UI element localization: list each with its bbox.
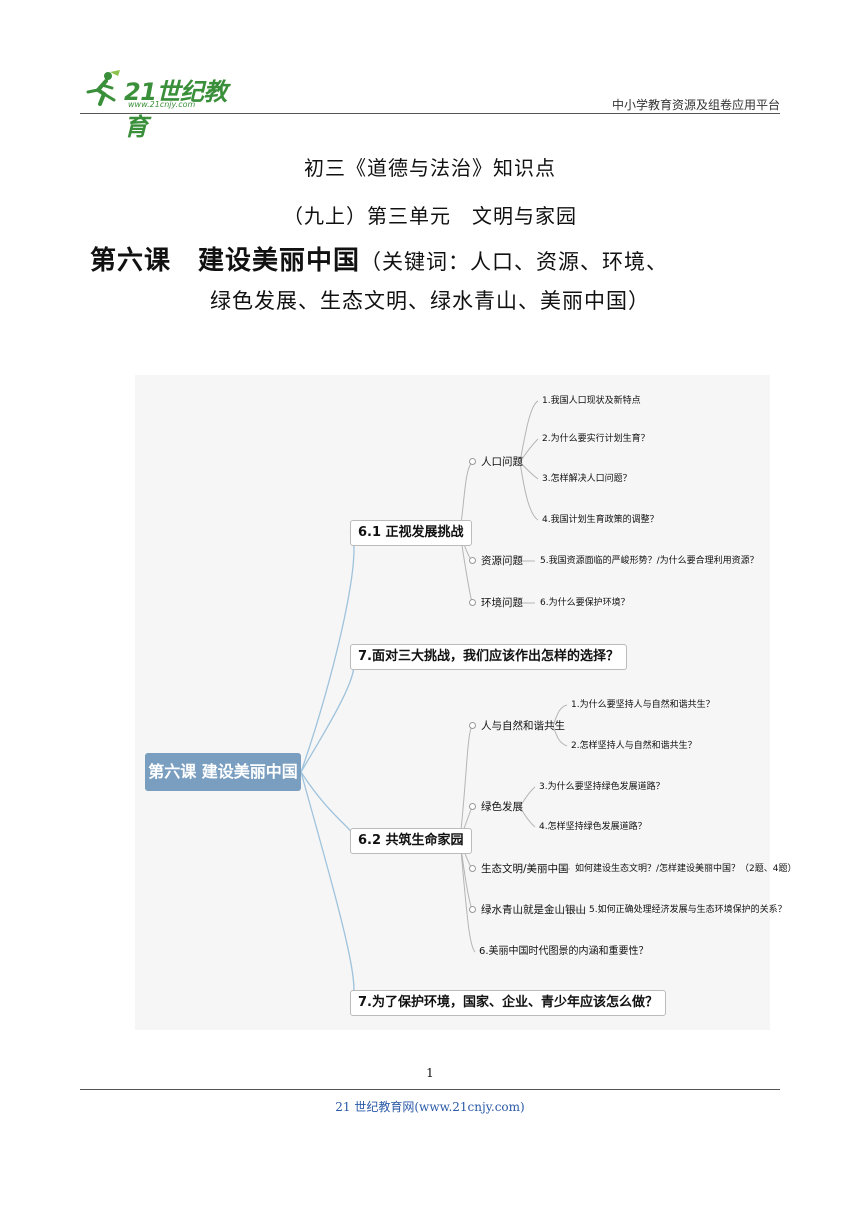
lesson-name: 第六课 建设美丽中国: [90, 246, 361, 276]
collapse-toggle-icon[interactable]: [469, 458, 476, 465]
page-header: 21世纪教育 www.21cnjy.com 中小学教育资源及组卷应用平台: [80, 68, 780, 141]
eco-item: 如何建设生态文明？/怎样建设美丽中国？（2题、4题）: [575, 864, 797, 874]
green-item-1: 3.为什么要坚持绿色发展道路？: [539, 782, 665, 792]
logo: 21世纪教育 www.21cnjy.com: [80, 68, 250, 141]
eco-civilization-node: 生态文明/美丽中国: [481, 863, 569, 875]
branch-6-2-node: 6.2 共筑生命家园: [350, 828, 472, 854]
green-development-node: 绿色发展: [481, 801, 523, 813]
lesson-keywords: （关键词：人口、资源、环境、: [360, 250, 669, 274]
harmony-item-1: 1.为什么要坚持人与自然和谐共生？: [571, 700, 715, 710]
population-item-4: 4.我国计划生育政策的调整？: [542, 515, 659, 525]
platform-name: 中小学教育资源及组卷应用平台: [611, 98, 780, 112]
collapse-toggle-icon[interactable]: [469, 865, 476, 872]
document-title: 初三《道德与法治》知识点: [304, 156, 556, 180]
runner-logo-icon: [86, 70, 120, 106]
logo-url: www.21cnjy.com: [128, 100, 196, 109]
collapse-toggle-icon[interactable]: [469, 722, 476, 729]
collapse-toggle-icon[interactable]: [469, 557, 476, 564]
footer-divider: [80, 1089, 780, 1090]
beautiful-china-node: 6.美丽中国时代图景的内涵和重要性？: [479, 946, 649, 957]
mind-map: 第六课 建设美丽中国 6.1 正视发展挑战 人口问题 1.我国人口现状及新特点 …: [135, 375, 797, 1030]
branch-7-choice-node: 7.面对三大挑战，我们应该作出怎样的选择？: [350, 644, 627, 670]
green-mountains-node: 绿水青山就是金山银山: [481, 904, 586, 916]
mountains-item: 5.如何正确处理经济发展与生态环境保护的关系？: [589, 905, 787, 915]
lesson-title: 第六课 建设美丽中国（关键词：人口、资源、环境、: [90, 240, 790, 277]
resource-node: 资源问题: [481, 555, 523, 567]
footer-site: 21 世纪教育网(www.21cnjy.com): [335, 1100, 525, 1114]
population-node: 人口问题: [481, 456, 523, 468]
root-node: 第六课 建设美丽中国: [145, 753, 301, 791]
green-item-2: 4.怎样坚持绿色发展道路？: [539, 822, 647, 832]
population-item-2: 2.为什么要实行计划生育？: [542, 434, 650, 444]
header-divider: [80, 113, 780, 114]
population-item-1: 1.我国人口现状及新特点: [542, 396, 641, 406]
population-item-3: 3.怎样解决人口问题？: [542, 474, 632, 484]
harmony-node: 人与自然和谐共生: [481, 720, 565, 732]
resource-item: 5.我国资源面临的严峻形势？/为什么要合理利用资源？: [540, 556, 759, 566]
collapse-toggle-icon[interactable]: [469, 803, 476, 810]
environment-item: 6.为什么要保护环境？: [540, 598, 630, 608]
branch-6-1-node: 6.1 正视发展挑战: [350, 520, 472, 546]
logo-text: 21世纪教育: [124, 78, 227, 141]
collapse-toggle-icon[interactable]: [469, 906, 476, 913]
branch-7-protect-node: 7.为了保护环境，国家、企业、青少年应该怎么做？: [350, 990, 666, 1016]
collapse-toggle-icon[interactable]: [469, 599, 476, 606]
environment-node: 环境问题: [481, 597, 523, 609]
unit-title: （九上）第三单元 文明与家园: [283, 204, 577, 228]
harmony-item-2: 2.怎样坚持人与自然和谐共生？: [571, 741, 697, 751]
lesson-keywords-continued: 绿色发展、生态文明、绿水青山、美丽中国）: [210, 289, 650, 313]
page-number: 1: [426, 1066, 434, 1080]
